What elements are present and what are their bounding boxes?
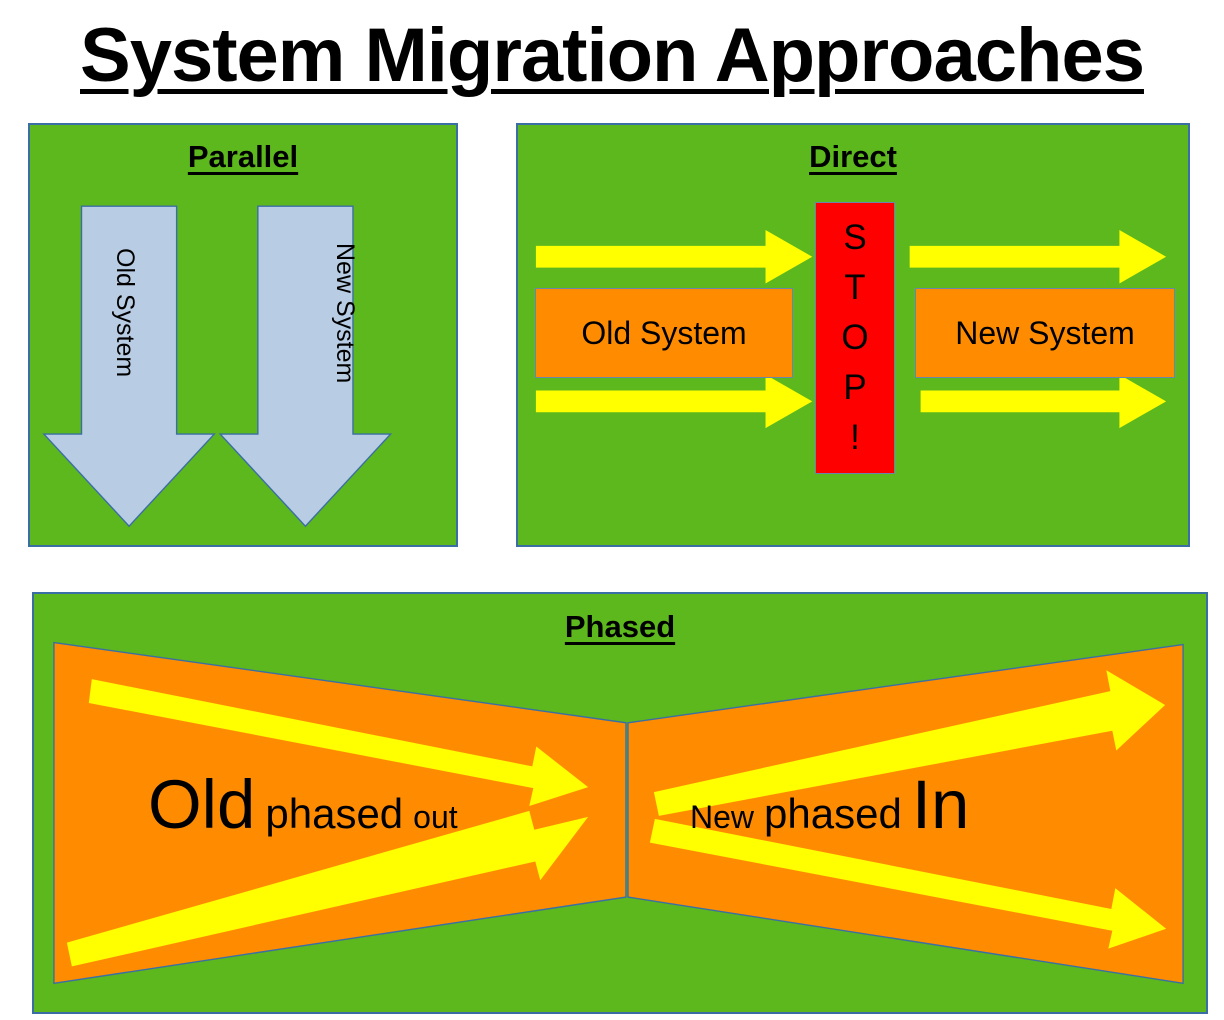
panel-parallel: Parallel [28,123,458,547]
stop-letter-exclamation: ! [850,418,860,457]
stop-letter-s: S [843,218,867,257]
arrow-old-upper [88,679,589,806]
phased-word-out: out [413,799,458,835]
box-new-system: New System [915,288,1175,378]
arrow-label-new-system: New System [331,243,359,384]
phased-word-new: New [690,799,755,835]
direct-arrows-svg [535,230,1167,429]
down-arrow-new-system [218,205,393,528]
arrow-new-upper [653,670,1166,816]
label-new-phased-in: New phased In [690,766,970,847]
panel-direct-title: Direct [809,139,897,174]
down-arrow-old-system [42,205,216,528]
phased-bowtie-svg [53,641,1184,985]
phased-word-phased-right: phased [764,790,902,837]
arrow-label-old-system: Old System [111,248,139,378]
stop-bar: S T O P ! [815,202,895,474]
box-old-system: Old System [535,288,793,378]
stop-letter-t: T [844,268,866,307]
phased-word-old: Old [148,766,256,843]
panel-parallel-title: Parallel [187,139,299,174]
arrow-new-lower [649,818,1167,949]
stop-letter-p: P [843,368,867,407]
panel-phased-title: Phased [564,609,676,644]
right-arrow-top-right [909,230,1167,284]
right-arrow-bottom-right [920,374,1167,429]
arrow-old-lower [66,810,589,967]
trapezoid-old [53,641,627,985]
page-title: System Migration Approaches [80,13,1145,98]
phased-word-in: In [911,766,970,843]
phased-word-phased-left: phased [265,790,404,837]
label-old-phased-out: Old phased out [148,766,458,847]
right-arrow-top-left [535,230,813,284]
right-arrow-bottom-left [535,374,813,429]
panel-phased: Phased [32,592,1208,1014]
stop-letter-o: O [841,318,869,357]
parallel-arrows-svg [42,205,393,528]
